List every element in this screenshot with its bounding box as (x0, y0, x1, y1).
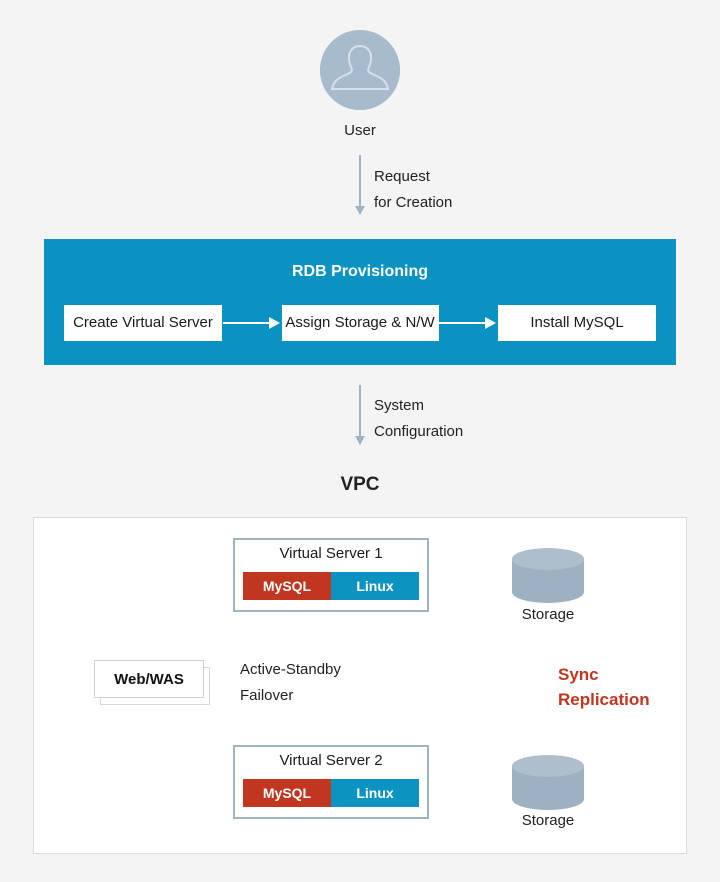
virtual-server-2-card[interactable]: Virtual Server 2 MySQL Linux (233, 745, 429, 819)
user-label: User (344, 122, 376, 139)
database-cylinder-icon (512, 755, 584, 811)
badge-mysql: MySQL (243, 779, 331, 807)
step-create-virtual-server[interactable]: Create Virtual Server (64, 305, 222, 341)
step-install-mysql[interactable]: Install MySQL (498, 305, 656, 341)
virtual-server-2-badges: MySQL Linux (243, 779, 419, 807)
step-assign-storage-network[interactable]: Assign Storage & N/W (281, 305, 439, 341)
virtual-server-1-card[interactable]: Virtual Server 1 MySQL Linux (233, 538, 429, 612)
request-for-creation-label: Request for Creation (374, 168, 453, 211)
virtual-server-1-badges: MySQL Linux (243, 572, 419, 600)
badge-linux: Linux (331, 779, 419, 807)
web-was-box[interactable]: Web/WAS (94, 660, 204, 698)
sync-replication-label: Sync Replication (558, 665, 650, 709)
virtual-server-1-title: Virtual Server 1 (279, 545, 383, 562)
web-was-label: Web/WAS (114, 670, 184, 688)
rdb-provisioning-steps: Create Virtual Server Assign Storage & N… (64, 305, 656, 341)
rdb-provisioning-band: RDB Provisioning Create Virtual Server A… (44, 239, 676, 365)
badge-mysql: MySQL (243, 572, 331, 600)
arrow-right-icon (222, 305, 282, 341)
virtual-server-2-title: Virtual Server 2 (279, 752, 383, 769)
rdb-provisioning-title: RDB Provisioning (291, 263, 428, 280)
storage-1-label: Storage (521, 606, 575, 623)
storage-2-label: Storage (521, 812, 575, 829)
database-cylinder-icon (512, 548, 584, 604)
vpc-title: VPC (340, 474, 380, 495)
active-standby-failover-label: Active-Standby Failover (240, 661, 341, 704)
badge-linux: Linux (331, 572, 419, 600)
system-configuration-label: System Configuration (374, 397, 464, 440)
arrow-right-icon (439, 305, 499, 341)
user-avatar-icon (320, 30, 400, 110)
